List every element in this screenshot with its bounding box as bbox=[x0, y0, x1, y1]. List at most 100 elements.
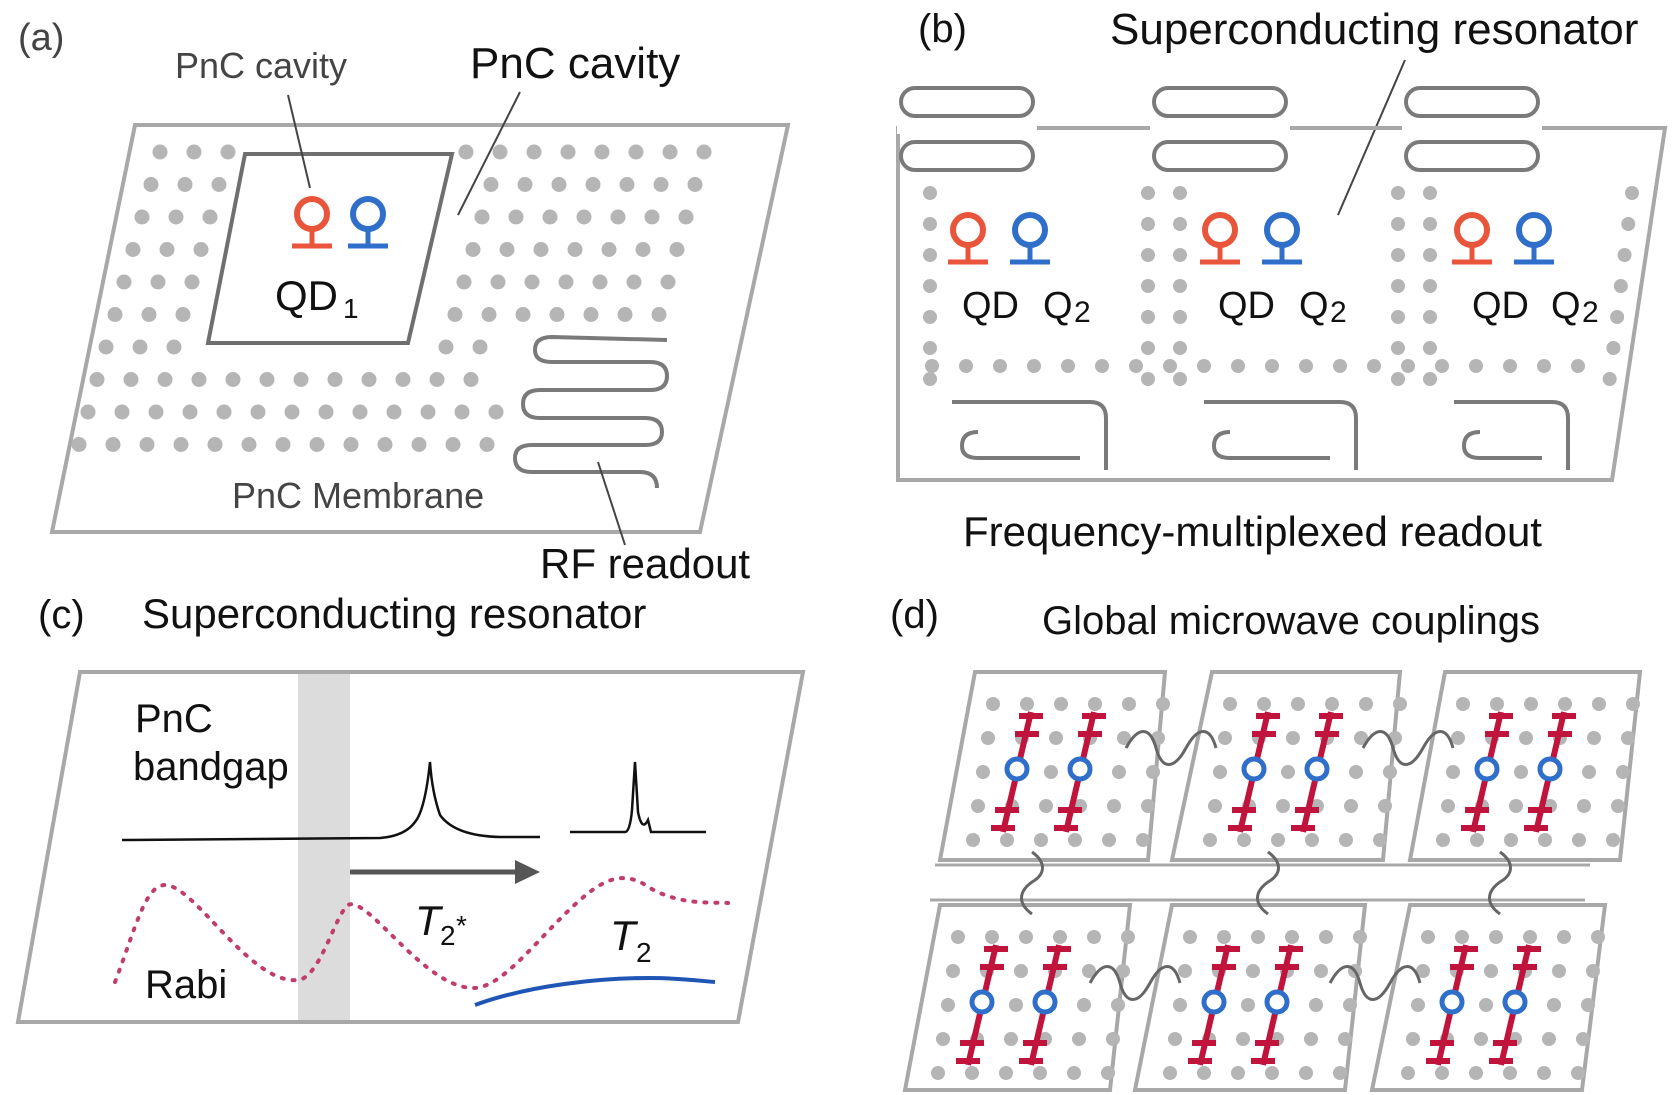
hole-dot bbox=[472, 339, 488, 355]
qubit-tile bbox=[1407, 670, 1643, 862]
hole-dot bbox=[981, 731, 995, 745]
hole-dot bbox=[1019, 930, 1033, 944]
meander-resonator-icon bbox=[1152, 140, 1288, 172]
hole-dot bbox=[985, 930, 999, 944]
hole-dot bbox=[1613, 279, 1628, 293]
hole-dot bbox=[318, 404, 334, 420]
hole-dot bbox=[560, 144, 576, 160]
blue-ring bbox=[1241, 756, 1267, 782]
hole-dot bbox=[1014, 964, 1028, 978]
hole-dot bbox=[168, 209, 184, 225]
hole-dot bbox=[1537, 359, 1551, 373]
blue-ring bbox=[1439, 989, 1465, 1015]
hole-dot bbox=[1173, 998, 1187, 1012]
hole-dot bbox=[1558, 697, 1572, 711]
hole-dot bbox=[619, 177, 635, 192]
qubit-loop-icon bbox=[1262, 212, 1302, 265]
hole-dot bbox=[284, 404, 300, 420]
hole-dot bbox=[1218, 731, 1232, 745]
hole-dot bbox=[1469, 359, 1483, 373]
meander-resonator-icon bbox=[1211, 430, 1330, 460]
qubit-loop-icon bbox=[1452, 212, 1492, 265]
hole-dot bbox=[617, 307, 633, 322]
hole-dot bbox=[1391, 372, 1405, 386]
spin-cross-icon bbox=[1054, 711, 1106, 833]
hole-dot bbox=[653, 177, 669, 192]
hole-dot bbox=[1141, 310, 1155, 324]
hole-dot bbox=[1606, 833, 1620, 847]
hole-dot bbox=[1237, 833, 1251, 847]
squiggle-coupler-icon bbox=[1124, 730, 1218, 766]
resonator-leader-line bbox=[1337, 59, 1406, 216]
hole-dot bbox=[1581, 998, 1595, 1012]
panel-b-tag: (b) bbox=[918, 7, 967, 51]
pnc-cavity-label-small: PnC cavity bbox=[175, 45, 347, 86]
hole-dot bbox=[1455, 930, 1469, 944]
q-label: Q bbox=[1299, 285, 1329, 327]
hole-dot bbox=[1423, 310, 1437, 324]
hole-dot bbox=[1156, 697, 1170, 711]
hole-dot bbox=[1423, 279, 1437, 293]
hole-dot bbox=[211, 177, 227, 192]
hole-dot bbox=[1423, 341, 1437, 355]
q-subscript: 2 bbox=[1582, 296, 1599, 329]
hole-dot bbox=[134, 209, 150, 225]
qubit-pairs bbox=[948, 212, 1554, 265]
hole-dot bbox=[1411, 998, 1425, 1012]
hole-dot bbox=[1183, 930, 1197, 944]
hole-dot bbox=[1009, 998, 1023, 1012]
hole-dot bbox=[1271, 833, 1285, 847]
hole-dot bbox=[610, 209, 626, 225]
hole-dot bbox=[1592, 697, 1606, 711]
hole-dot bbox=[931, 1066, 945, 1080]
hole-dot bbox=[1116, 964, 1130, 978]
hole-dot bbox=[1572, 833, 1586, 847]
hole-dot bbox=[1197, 1066, 1211, 1080]
hole-dot bbox=[1173, 341, 1187, 355]
blue-ring bbox=[1304, 756, 1330, 782]
hole-dot bbox=[678, 209, 694, 225]
hole-dot bbox=[567, 242, 583, 257]
panel-c-tag: (c) bbox=[38, 593, 85, 637]
blue-ring bbox=[1502, 989, 1528, 1015]
hole-dot bbox=[1285, 930, 1299, 944]
hole-dot bbox=[669, 242, 685, 257]
hole-dot bbox=[635, 242, 651, 257]
hole-dot bbox=[1406, 1032, 1420, 1046]
qubit-loop bbox=[1264, 212, 1300, 248]
hole-dot bbox=[499, 242, 515, 257]
hole-dot bbox=[220, 144, 236, 160]
panel-d-title: Global microwave couplings bbox=[1042, 599, 1540, 643]
q-subscript: 2 bbox=[1330, 296, 1347, 329]
hole-dot bbox=[1625, 186, 1639, 200]
hole-dot bbox=[1349, 765, 1363, 779]
hole-dot bbox=[1020, 697, 1034, 711]
hole-dot bbox=[592, 274, 608, 290]
hole-dot bbox=[1616, 765, 1630, 779]
hole-dot bbox=[558, 274, 574, 290]
hole-dot bbox=[508, 209, 524, 225]
hole-dot bbox=[1087, 930, 1101, 944]
qubit-tile bbox=[902, 903, 1135, 1092]
hole-dot bbox=[1067, 1066, 1081, 1080]
hole-dot bbox=[159, 242, 175, 257]
hole-dot bbox=[1173, 217, 1187, 231]
meander-resonator-icon bbox=[959, 430, 1080, 460]
hole-dot bbox=[259, 372, 275, 387]
hole-dot bbox=[1451, 731, 1465, 745]
rf-leader-line bbox=[597, 461, 626, 546]
hole-dot bbox=[1542, 1032, 1556, 1046]
cavity-leader-line-large bbox=[457, 91, 521, 216]
hole-dot bbox=[1333, 359, 1347, 373]
hole-dot bbox=[1107, 799, 1121, 813]
squiggle-coupler-icon bbox=[1020, 850, 1044, 916]
hole-dot bbox=[1241, 998, 1255, 1012]
hole-dot bbox=[1231, 1066, 1245, 1080]
hole-dot bbox=[1524, 697, 1538, 711]
hole-dot bbox=[1325, 697, 1339, 711]
t2star-subscript: 2 bbox=[440, 920, 456, 951]
hole-dot bbox=[549, 307, 565, 322]
hole-dot bbox=[1299, 359, 1313, 373]
hole-dot bbox=[687, 177, 703, 192]
hole-dot bbox=[1621, 731, 1635, 745]
